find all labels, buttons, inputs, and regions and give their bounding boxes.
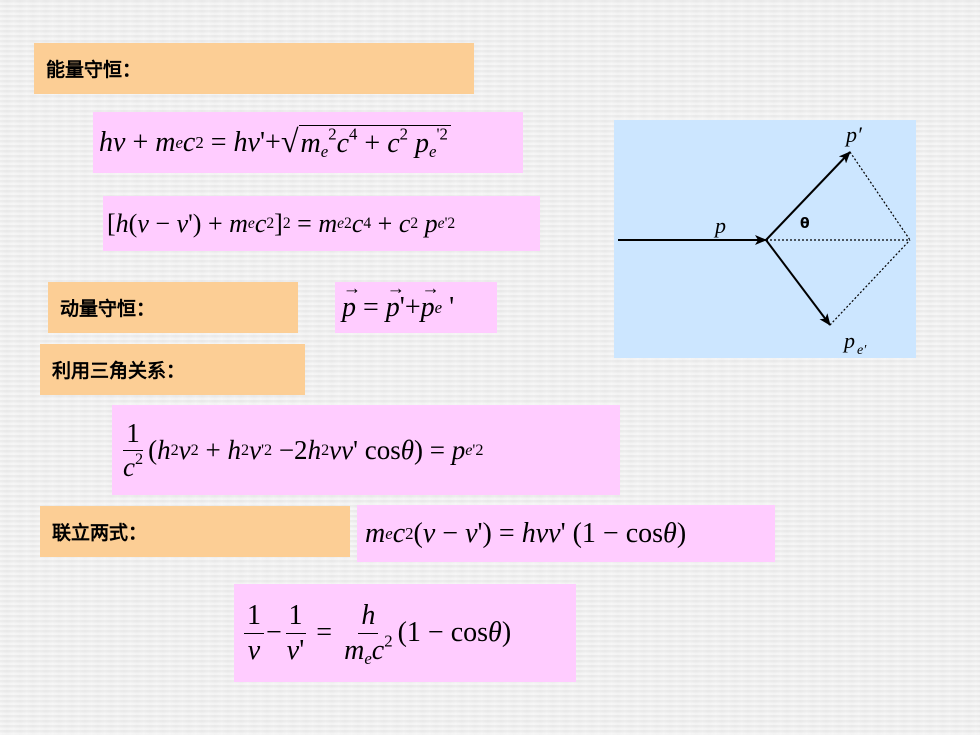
label-combine-equations: 联立两式： <box>40 506 350 557</box>
label-theta: θ <box>800 216 810 232</box>
label-energy-conservation: 能量守恒： <box>34 43 474 94</box>
momentum-diagram: p p′ θ p e′ <box>614 120 916 358</box>
electron-momentum-arrow <box>765 239 831 326</box>
dotted-upper-side <box>849 151 911 241</box>
label-p-prime: p′ <box>844 122 863 147</box>
label-momentum-conservation: 动量守恒： <box>48 282 298 333</box>
scattered-photon-arrow <box>765 151 851 241</box>
label-p: p <box>713 213 726 238</box>
momentum-diagram-svg: p p′ θ p e′ <box>618 122 911 358</box>
label-triangle-relation: 利用三角关系： <box>40 344 305 395</box>
label-pe-subscript: e′ <box>857 343 867 358</box>
equation-momentum-vector: p = p'+pe ' <box>335 278 497 333</box>
label-pe: p <box>842 328 855 353</box>
dotted-lower-side <box>829 239 911 326</box>
